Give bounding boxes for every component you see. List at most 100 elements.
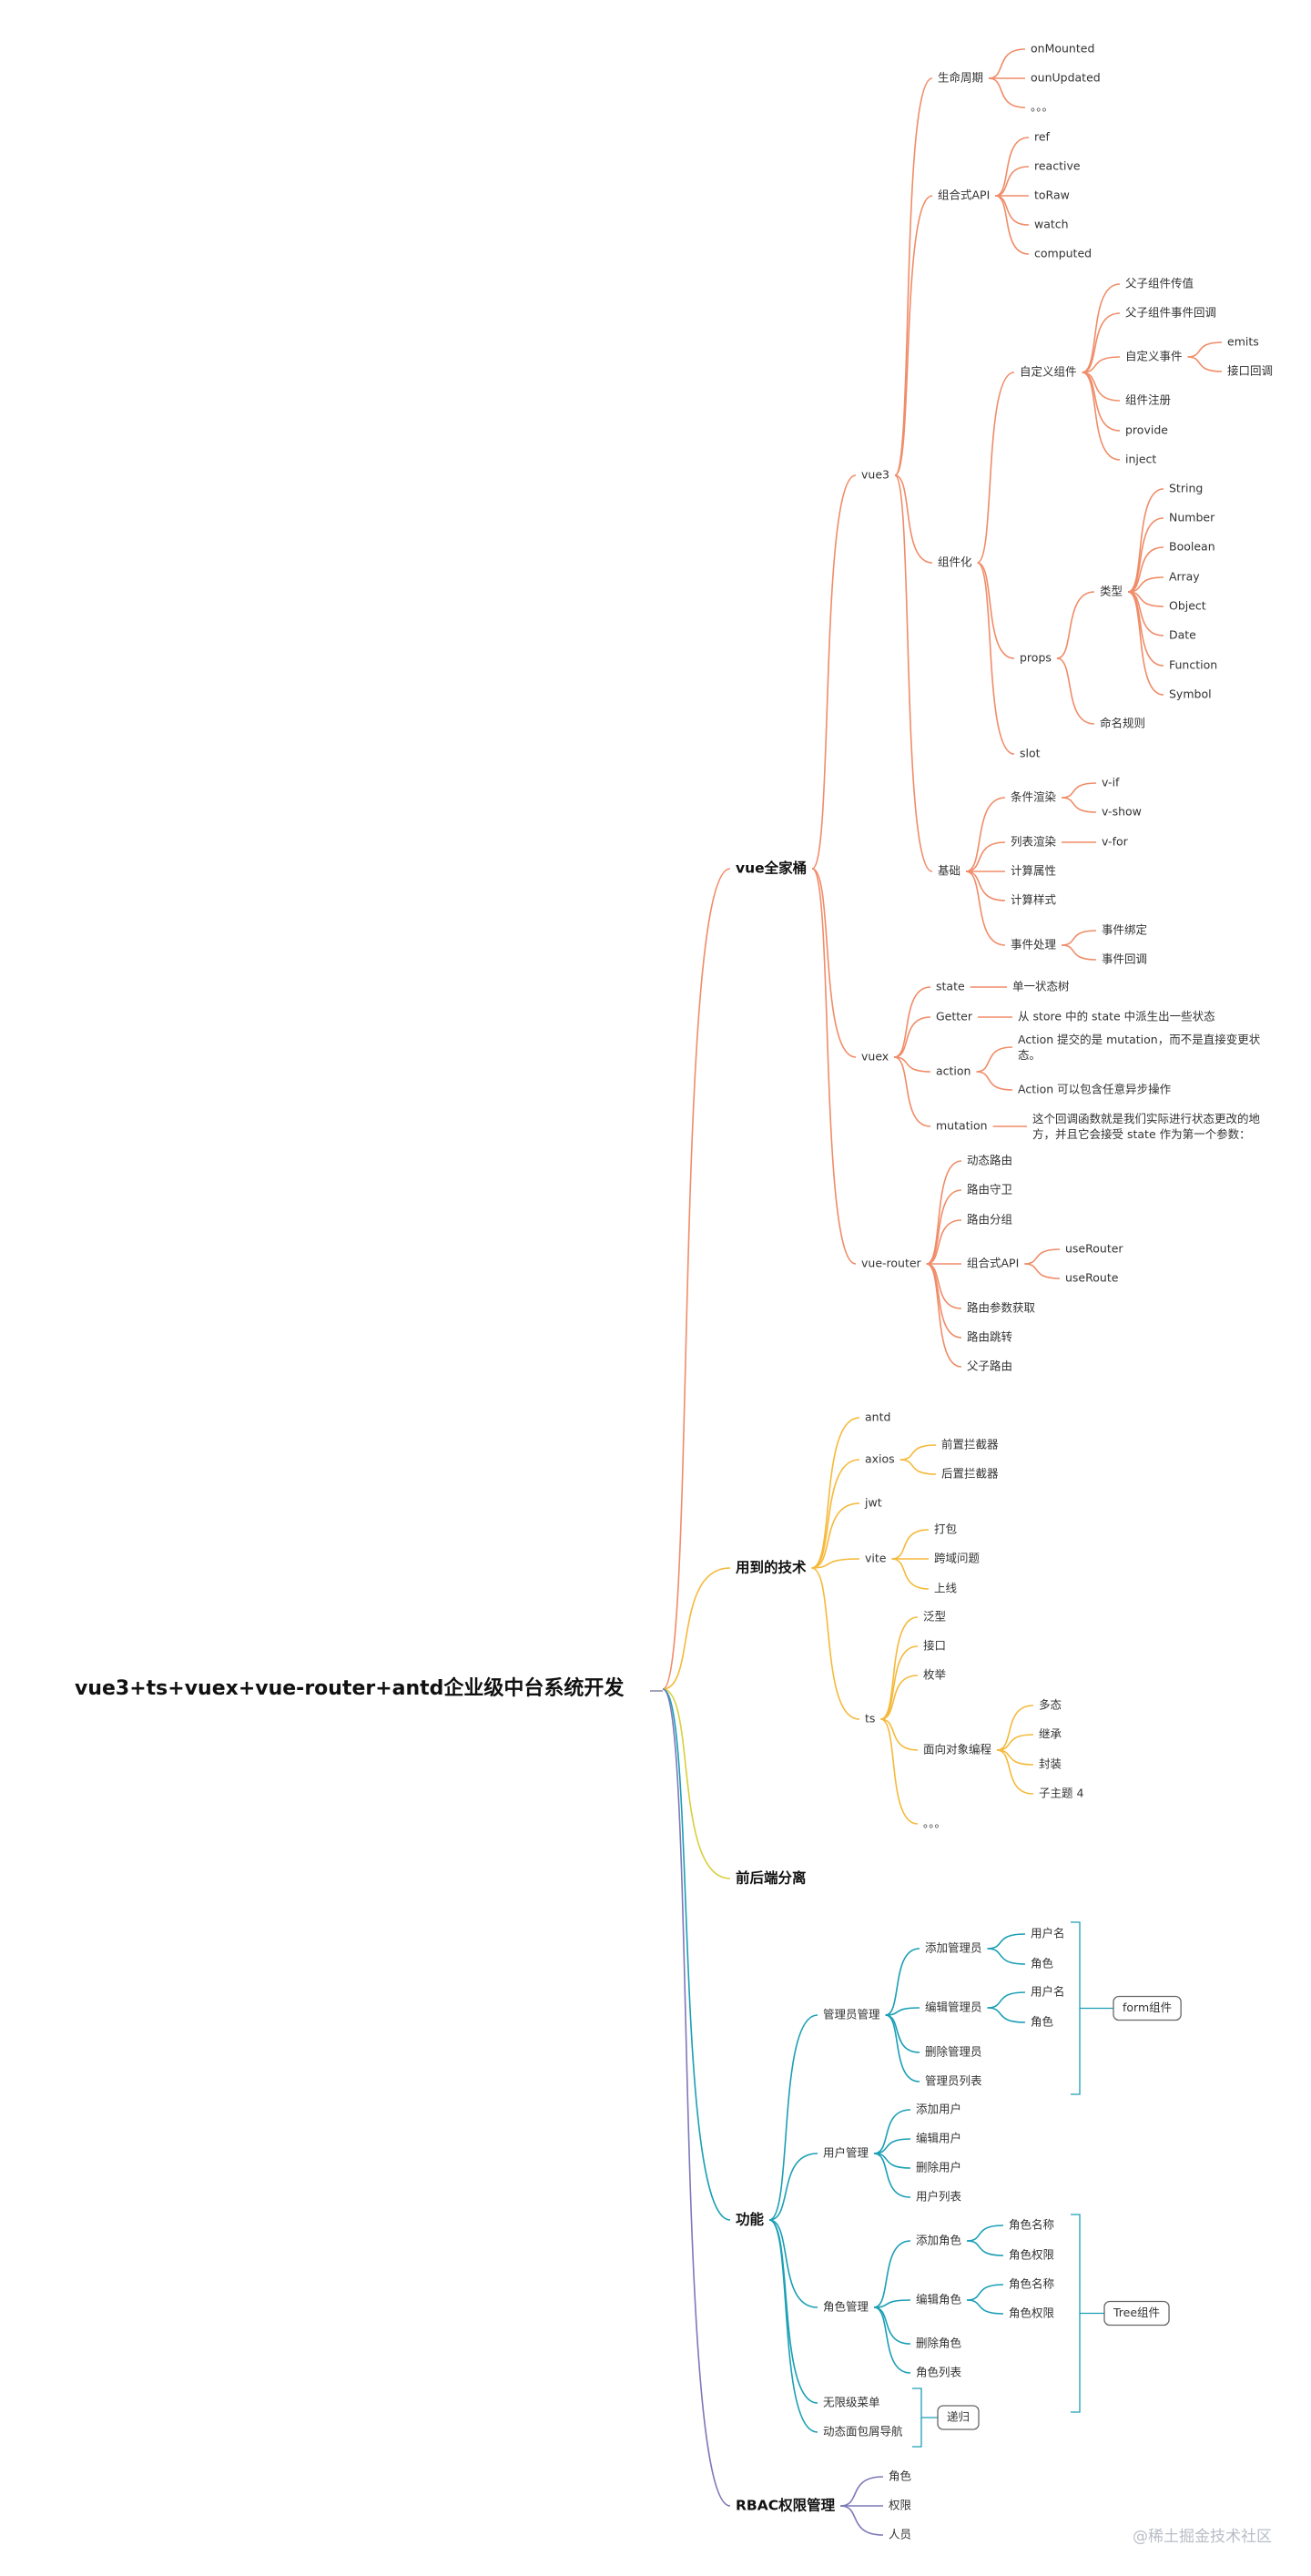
node-dynroute: 动态路由 bbox=[967, 1154, 1012, 1167]
node-computed: computed bbox=[1034, 247, 1092, 260]
node-getterdesc: 从 store 中的 state 中派生出一些状态 bbox=[1018, 1010, 1215, 1023]
edge-editrole-er-name bbox=[966, 2284, 1004, 2301]
tree-tag-bracket bbox=[1071, 2214, 1104, 2413]
edge-ts-generic bbox=[880, 1616, 919, 1720]
node-computedprop: 计算属性 bbox=[1011, 864, 1056, 878]
node-rb-people: 人员 bbox=[889, 2528, 911, 2541]
node-state: state bbox=[936, 980, 965, 993]
node-t-string: String bbox=[1169, 482, 1203, 495]
edge-types-t-string bbox=[1127, 488, 1164, 593]
node-vuerouter: vue-router bbox=[861, 1257, 922, 1270]
node-watch: watch bbox=[1034, 218, 1069, 231]
node-toraw: toRaw bbox=[1034, 188, 1070, 202]
edge-oop-sub4 bbox=[996, 1749, 1034, 1795]
node-userouter: useRouter bbox=[1065, 1242, 1123, 1256]
node-actiondesc1: Action 提交的是 mutation，而不是直接变更状态。 bbox=[1018, 1033, 1261, 1062]
node-eventcb: 事件回调 bbox=[1102, 952, 1147, 966]
edge-techused-vite bbox=[811, 1558, 860, 1569]
node-rolemgmt: 角色管理 bbox=[823, 2300, 869, 2314]
edge-customcomp-pccallback bbox=[1082, 312, 1121, 373]
node-vite: vite bbox=[865, 1552, 887, 1565]
edge-vuefamily-vue3 bbox=[811, 474, 857, 870]
edge-basics-listrender bbox=[965, 841, 1006, 872]
node-basics: 基础 bbox=[938, 864, 960, 878]
edge-vuefamily-vuerouter bbox=[811, 868, 857, 1265]
node-editrole: 编辑角色 bbox=[916, 2293, 962, 2306]
node-delrole: 删除角色 bbox=[916, 2337, 962, 2350]
form-tag-bracket bbox=[1071, 1921, 1113, 2095]
edge-componentization-slot bbox=[977, 562, 1015, 755]
edge-oop-inherit bbox=[996, 1734, 1034, 1751]
node-er-perm: 角色权限 bbox=[1009, 2306, 1055, 2320]
edge-vite-deploy bbox=[891, 1558, 930, 1590]
node-addrole: 添加角色 bbox=[916, 2234, 962, 2247]
node-inherit: 继承 bbox=[1039, 1727, 1062, 1741]
edge-addadmin-aa-role bbox=[987, 1948, 1026, 1965]
form-tag-label: form组件 bbox=[1123, 2001, 1172, 2014]
edge-usermgmt-edituser bbox=[873, 2138, 911, 2154]
node-dynbread: 动态面包屑导航 bbox=[823, 2425, 903, 2439]
node-action: action bbox=[936, 1064, 971, 1078]
node-rolelist: 角色列表 bbox=[916, 2366, 962, 2379]
edge-features-usermgmt bbox=[768, 2153, 818, 2221]
edge-customevent-ifacecb bbox=[1187, 356, 1223, 372]
edge-techused-axios bbox=[811, 1459, 860, 1569]
edge-vuefamily-vuex bbox=[811, 868, 857, 1058]
edge-ts-enum bbox=[880, 1675, 919, 1720]
node-getter: Getter bbox=[936, 1010, 973, 1023]
node-sub4: 子主题 4 bbox=[1039, 1787, 1083, 1800]
node-cors: 跨域问题 bbox=[934, 1552, 981, 1565]
edge-condrender-vif bbox=[1061, 782, 1097, 799]
node-pack: 打包 bbox=[934, 1522, 957, 1536]
edge-basics-eventhandle bbox=[965, 871, 1006, 946]
edge-usermgmt-userlist bbox=[873, 2153, 911, 2198]
node-routejump: 路由跳转 bbox=[967, 1330, 1012, 1344]
node-deladmin: 删除管理员 bbox=[925, 2045, 982, 2059]
edge-rolemgmt-rolelist bbox=[873, 2306, 911, 2374]
edge-lifecycle-onmounted bbox=[988, 48, 1026, 79]
edge-axios-reqint bbox=[899, 1444, 937, 1461]
edge-editadmin-ea-role bbox=[987, 2007, 1026, 2023]
edge-types-t-date bbox=[1127, 591, 1164, 636]
node-ar-name: 角色名称 bbox=[1009, 2218, 1054, 2232]
edge-vuex-mutation bbox=[893, 1056, 931, 1127]
edge-techused-antd bbox=[811, 1417, 860, 1569]
node-deploy: 上线 bbox=[934, 1582, 958, 1595]
edge-vuerouter-parentroute bbox=[926, 1263, 962, 1368]
edge-editadmin-ea-username bbox=[987, 1991, 1026, 2009]
edge-addrole-ar-name bbox=[966, 2225, 1004, 2242]
edge-props-naming bbox=[1056, 657, 1095, 725]
root-title: vue3+ts+vuex+vue-router+antd企业级中台系统开发 bbox=[75, 1676, 625, 1700]
edge-types-t-boolean bbox=[1127, 546, 1164, 593]
edge-componentization-customcomp bbox=[977, 372, 1015, 564]
edge-vue3-lifecycle bbox=[894, 77, 933, 476]
recursion-tag-label: 递归 bbox=[947, 2410, 970, 2424]
form-tag-box bbox=[1113, 1995, 1182, 2021]
edge-eventhandle-eventbind bbox=[1061, 930, 1097, 946]
edge-addadmin-aa-username bbox=[987, 1933, 1026, 1950]
node-t-boolean: Boolean bbox=[1169, 540, 1215, 554]
recursion-tag-bracket bbox=[912, 2388, 938, 2448]
node-aa-role: 角色 bbox=[1031, 1957, 1054, 1970]
node-routegroup: 路由分组 bbox=[967, 1213, 1012, 1227]
edge-props-types bbox=[1056, 591, 1095, 659]
node-eventbind: 事件绑定 bbox=[1102, 923, 1147, 937]
edge-rolemgmt-addrole bbox=[873, 2240, 911, 2308]
edge-root-features bbox=[662, 1688, 731, 2221]
edge-ts-ts-more bbox=[880, 1718, 919, 1825]
node-adminlist: 管理员列表 bbox=[925, 2074, 982, 2088]
node-poly: 多态 bbox=[1039, 1698, 1062, 1712]
edge-features-rolemgmt bbox=[768, 2219, 818, 2308]
node-infmenu: 无限级菜单 bbox=[823, 2396, 880, 2409]
node-useroute: useRoute bbox=[1065, 1271, 1119, 1285]
node-vuex: vuex bbox=[861, 1050, 889, 1064]
node-encap: 封装 bbox=[1039, 1757, 1062, 1771]
node-lc-more: 。。。 bbox=[1031, 100, 1053, 114]
node-resint: 后置拦截器 bbox=[941, 1467, 999, 1481]
edge-vuerouter-routejump bbox=[926, 1263, 962, 1339]
node-compreg: 组件注册 bbox=[1125, 393, 1171, 407]
edge-editrole-er-perm bbox=[967, 2299, 1004, 2315]
node-ifacecb: 接口回调 bbox=[1227, 364, 1273, 378]
node-separation: 前后端分离 bbox=[736, 1869, 807, 1887]
edge-vue3-basics bbox=[894, 474, 933, 872]
